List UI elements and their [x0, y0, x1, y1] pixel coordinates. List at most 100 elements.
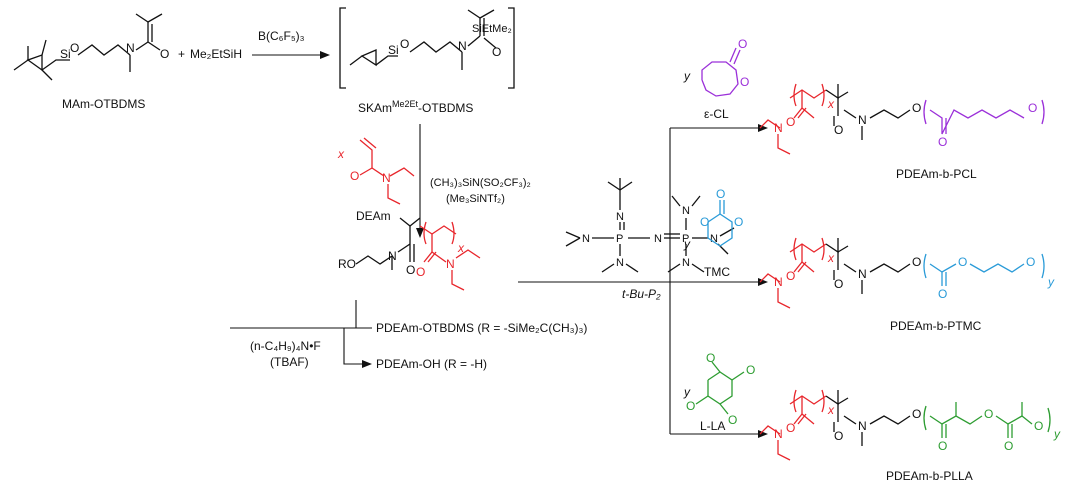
plus-sign: + — [178, 47, 185, 61]
arrow-tbaf-stem — [230, 300, 357, 329]
label-x: x — [827, 403, 835, 417]
atom-n: N — [858, 419, 867, 433]
atom-n: N — [616, 211, 624, 223]
atom-n: N — [858, 267, 867, 281]
atom-o: O — [786, 115, 795, 129]
atom-si: Si — [60, 47, 71, 61]
atom-o: O — [716, 187, 725, 201]
label-lla: L-LA — [700, 419, 725, 433]
label-silane: Me₂EtSiH — [190, 47, 242, 61]
atom-o: O — [958, 255, 967, 269]
atom-o: O — [1034, 419, 1043, 433]
product-pcl-structure: x O N O N O O O — [759, 83, 1045, 155]
atom-o: O — [700, 215, 709, 229]
atom-o: O — [912, 101, 921, 115]
atom-o: O — [740, 75, 749, 89]
label-ro: RO — [338, 257, 356, 271]
atom-o: O — [416, 265, 425, 279]
atom-n: N — [446, 257, 455, 271]
atom-n: N — [774, 275, 783, 289]
atom-o: O — [912, 255, 921, 269]
group-sietme2: SiEtMe₂ — [472, 23, 512, 35]
atom-n: N — [682, 257, 690, 269]
label-y: y — [683, 237, 691, 251]
atom-o: O — [786, 421, 795, 435]
atom-n: N — [774, 121, 783, 135]
atom-o: O — [912, 407, 921, 421]
atom-o: O — [1028, 101, 1037, 115]
label-catalyst: B(C₆F₅)₃ — [258, 29, 305, 43]
label-pdeam-oh: PDEAm-OH (R = -H) — [376, 357, 487, 371]
atom-o: O — [400, 37, 409, 51]
atom-n: N — [582, 233, 590, 245]
atom-n: N — [710, 233, 718, 245]
label-x: x — [827, 97, 835, 111]
atom-o: O — [350, 169, 359, 183]
atom-n: N — [458, 39, 467, 53]
label-pdeam-pcl: PDEAm-b-PCL — [896, 167, 977, 181]
label-skam: SKAmMe2Et-OTBDMS — [358, 99, 473, 115]
product-plla-structure: x O N O N O O O O O y — [759, 389, 1061, 461]
arrowhead — [416, 228, 424, 238]
atom-si: Si — [388, 43, 399, 57]
atom-o: O — [938, 439, 947, 453]
atom-o: O — [70, 41, 79, 55]
skam-structure: Si O N O SiEtMe₂ — [339, 7, 515, 89]
atom-n: N — [382, 171, 391, 185]
tmc-structure: y O O O — [683, 187, 743, 251]
label-x: x — [337, 147, 345, 161]
label-pdeam-plla: PDEAm-b-PLLA — [886, 469, 973, 483]
label-pdeam-ptmc: PDEAm-b-PTMC — [890, 319, 982, 333]
label-y: y — [1047, 275, 1055, 289]
atom-n: N — [654, 233, 662, 245]
atom-n: N — [858, 113, 867, 127]
atom-o: O — [938, 135, 947, 149]
atom-n: N — [774, 427, 783, 441]
tbu-p2-structure: N P N P N N N N N — [565, 178, 735, 273]
label-mam-otbdms: MAm-OTBDMS — [62, 97, 145, 111]
label-ecl: ε-CL — [704, 107, 729, 121]
label-x: x — [827, 251, 835, 265]
atom-o: O — [984, 407, 993, 421]
mam-otbdms-structure: Si O N O — [13, 13, 169, 81]
arrow-tbaf — [343, 328, 362, 365]
atom-o: O — [746, 363, 755, 377]
atom-o: O — [492, 45, 501, 59]
label-tms-ntf2-abbrev: (Me₃SiNTf₂) — [446, 193, 505, 205]
arrowhead — [362, 360, 372, 368]
arrowhead — [758, 124, 768, 132]
lla-structure: y O O O O — [683, 351, 755, 427]
atom-o: O — [1026, 255, 1035, 269]
atom-o: O — [1004, 439, 1013, 453]
atom-n: N — [682, 205, 690, 217]
label-deam: DEAm — [356, 209, 391, 223]
atom-p: P — [682, 233, 689, 245]
atom-o: O — [728, 413, 737, 427]
arrowhead — [320, 51, 330, 59]
arrowhead — [758, 278, 768, 286]
atom-n: N — [616, 257, 624, 269]
label-tbaf: (TBAF) — [270, 355, 309, 369]
atom-o: O — [938, 287, 947, 301]
atom-o: O — [160, 47, 169, 61]
arrowhead — [758, 430, 768, 438]
label-tmc: TMC — [704, 265, 730, 279]
atom-o: O — [706, 351, 715, 365]
label-tms-ntf2: (CH₃)₃SiN(SO₂CF₃)₂ — [430, 177, 531, 189]
atom-n: N — [126, 41, 135, 55]
label-y: y — [683, 385, 691, 399]
atom-o: O — [686, 399, 695, 413]
label-x: x — [457, 241, 465, 255]
ecl-structure: y O O — [683, 37, 749, 97]
deam-structure: x O N — [337, 137, 415, 205]
atom-o: O — [406, 263, 415, 277]
atom-o: O — [834, 429, 843, 443]
pdeam-structure: RO N O x O N — [338, 217, 481, 291]
label-tbaf-formula: (n-C₄H₉)₄N•F — [250, 339, 321, 353]
label-y: y — [1053, 427, 1061, 441]
atom-o: O — [786, 269, 795, 283]
atom-o: O — [834, 277, 843, 291]
label-pdeam-otbdms: PDEAm-OTBDMS (R = -SiMe₂C(CH₃)₃) — [376, 321, 587, 335]
